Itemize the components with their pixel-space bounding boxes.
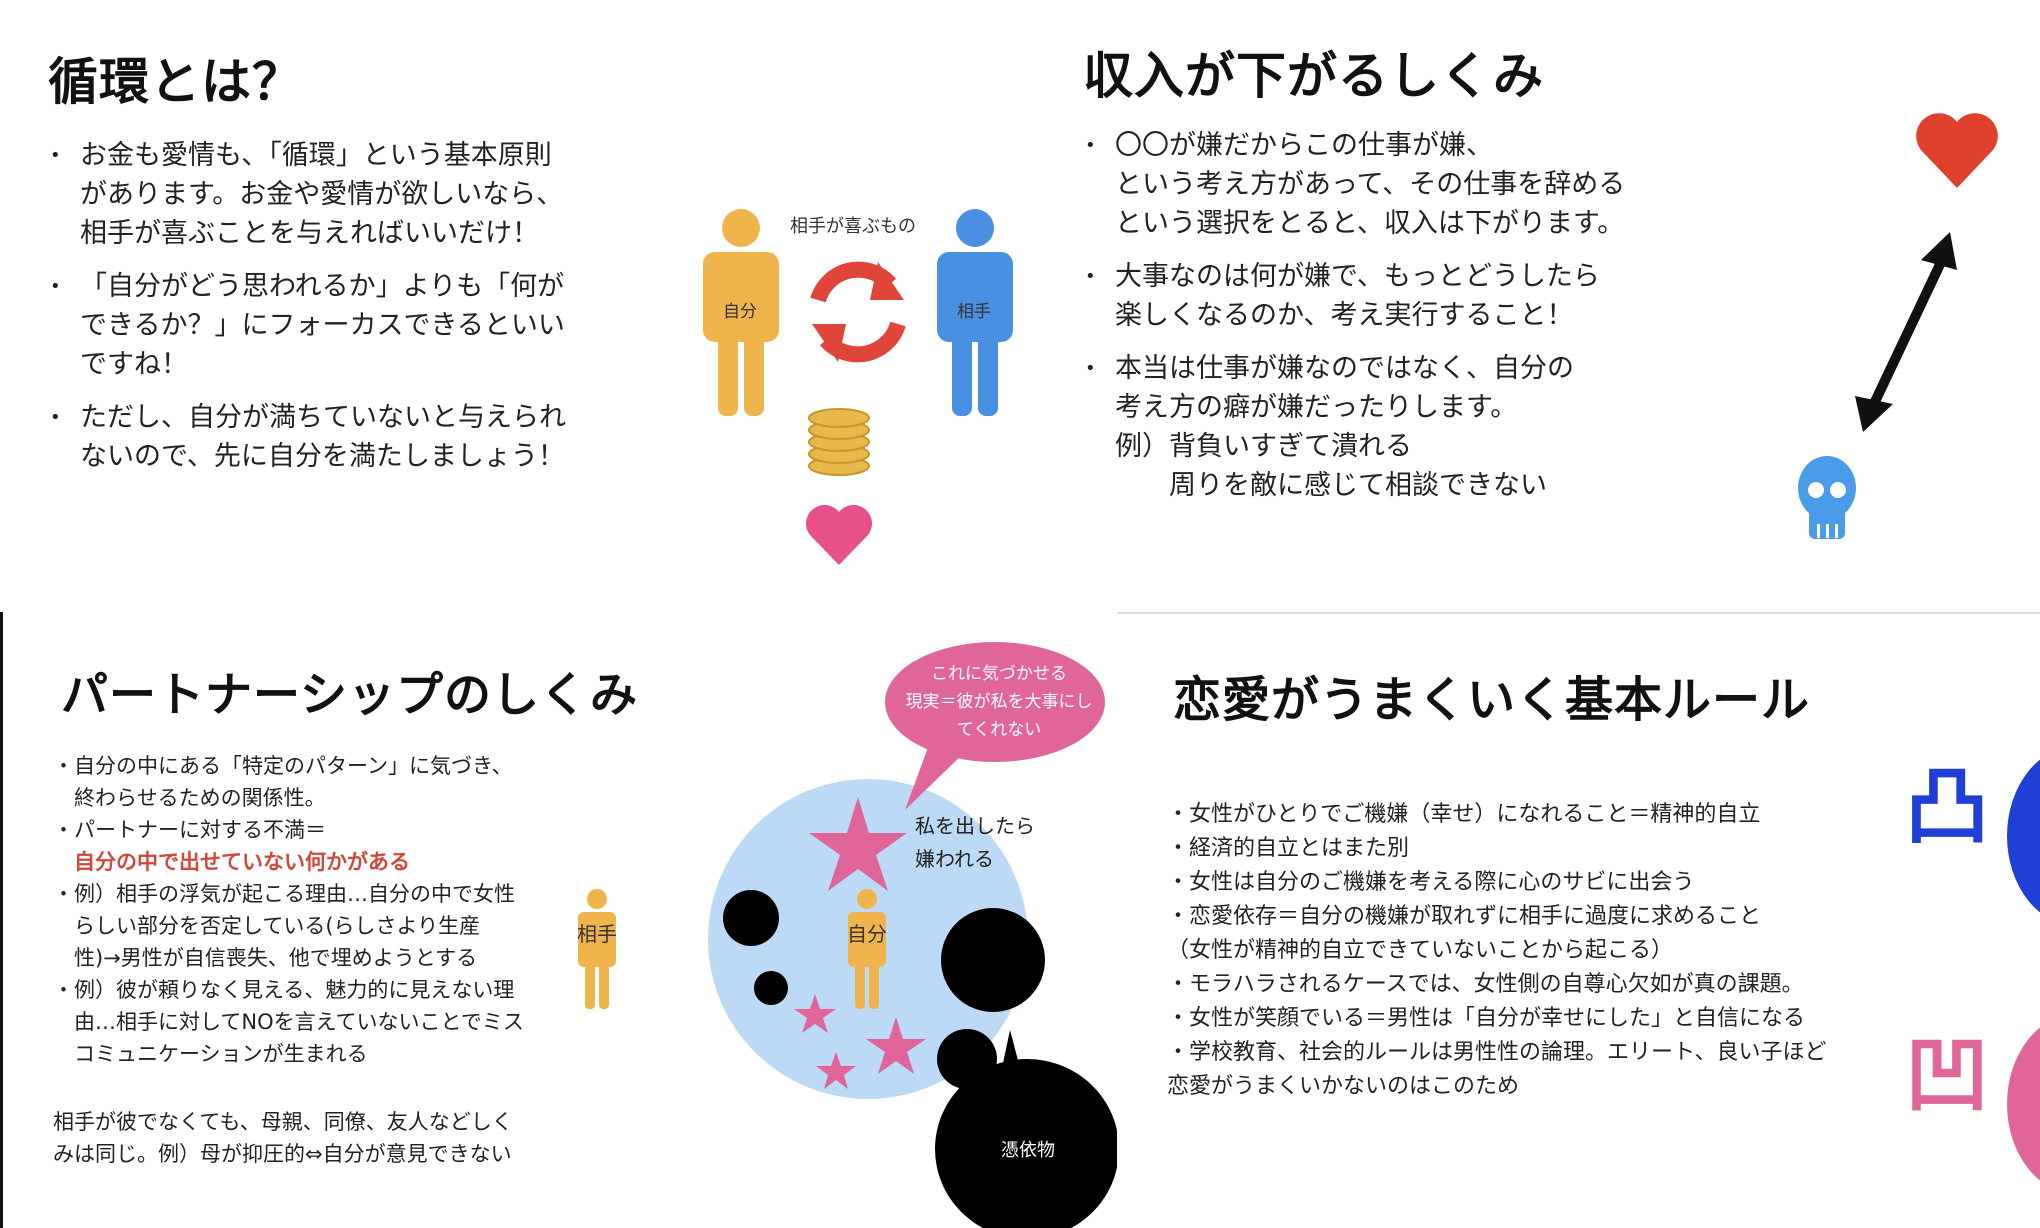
- bullet-item: ・自分の中にある「特定のパターン」に気づき、: [53, 754, 513, 778]
- bubble-line: これに気づかせる: [931, 664, 1067, 684]
- slide-love-rules: 恋愛がうまくいく基本ルール ・女性がひとりでご機嫌（幸せ）になれること＝精神的自…: [1117, 612, 2040, 1228]
- double-arrow-icon: [1855, 232, 1957, 432]
- highlighted-text: 自分の中で出せていない何かがある: [53, 850, 410, 874]
- diagram-top-label: 相手が喜ぶもの: [790, 216, 916, 237]
- convex-icon: 凸: [1905, 758, 1990, 856]
- star-label-line: 私を出したら: [915, 814, 1035, 838]
- footer-note: 相手が彼でなくても、母親、同僚、友人などしく みは同じ。例）母が抑圧的⇔自分が意…: [53, 1106, 513, 1170]
- self-person-icon: [848, 889, 886, 1009]
- other-person-icon: [578, 889, 616, 1009]
- big-star-icon: [809, 797, 907, 891]
- speech-bubble: [885, 642, 1105, 762]
- other-label: 相手: [577, 922, 617, 946]
- love-diagram: [2007, 759, 2040, 1181]
- slide-title: 恋愛がうまくいく基本ルール: [1173, 672, 1811, 728]
- bullet-item: ・モラハラされるケースでは、女性側の自尊心欠如が真の課題。: [1167, 972, 1804, 997]
- bullet-item: 性)→男性が自信喪失、他で埋めようとする: [53, 946, 478, 970]
- bullet-item: ・例）相手の浮気が起こる理由…自分の中で女性: [53, 882, 515, 906]
- bullet-item: ・女性がひとりでご機嫌（幸せ）になれること＝精神的自立: [1167, 802, 1761, 827]
- refresh-icon: [810, 261, 906, 363]
- bullet-item: 本当は仕事が嫌なのではなく、自分の 考え方の癖が嫌だったりします。 例）背負いす…: [1085, 349, 1625, 505]
- bullet-item: コミュニケーションが生まれる: [53, 1042, 368, 1066]
- bullet-list: ・自分の中にある「特定のパターン」に気づき、 終わらせるための関係性。 ・パート…: [53, 750, 524, 1070]
- star-icon: [794, 994, 836, 1033]
- possession-label: 憑依物: [1001, 1140, 1055, 1161]
- speech-bubble-tail: [905, 742, 965, 810]
- possession-circle: [935, 1059, 1117, 1228]
- star-icon: [816, 1052, 856, 1089]
- bullet-list: 〇〇が嫌だからこの仕事が嫌、 という考え方があって、その仕事を辞める という選択…: [1085, 126, 1625, 519]
- concave-icon: 凹: [1905, 1026, 1990, 1124]
- bullet-list: お金も愛情も、「循環」という基本原則 があります。お金や愛情が欲しいなら、 相手…: [50, 136, 566, 490]
- bullet-item: ・例）彼が頼りなく見える、魅力的に見えない理: [53, 978, 515, 1002]
- bullet-item: ・学校教育、社会的ルールは男性性の論理。エリート、良い子ほど: [1167, 1040, 1827, 1065]
- bullet-item: 「自分がどう思われるか」よりも「何が できるか？」にフォーカスできるといい です…: [50, 267, 566, 384]
- partnership-diagram: [578, 642, 1117, 1228]
- bullet-item: らしい部分を否定している(らしさより生産: [53, 914, 481, 938]
- heart-icon: [1916, 113, 1998, 188]
- bullet-item: ・経済的自立とはまた別: [1167, 836, 1410, 861]
- bullet-item: 〇〇が嫌だからこの仕事が嫌、 という考え方があって、その仕事を辞める という選択…: [1085, 126, 1625, 243]
- pink-bubble-tail: [2010, 1069, 2022, 1104]
- skull-icon: [1798, 456, 1856, 539]
- bullet-item: ・恋愛依存＝自分の機嫌が取れずに相手に過度に求めること: [1167, 904, 1762, 929]
- income-diagram: [1798, 113, 1998, 539]
- bullet-item: 恋愛がうまくいかないのはこのため: [1167, 1074, 1520, 1099]
- shadow-circle: [941, 908, 1045, 1012]
- bullet-item: ・パートナーに対する不満＝: [53, 818, 326, 842]
- bubble-text: これに気づかせる 現実＝彼が私を大事にし てくれない: [883, 660, 1115, 744]
- bullet-item: ただし、自分が満ちていないと与えられ ないので、先に自分を満たしましょう！: [50, 398, 566, 476]
- pink-speech-bubble: [2007, 1027, 2040, 1181]
- blue-bubble-tail: [2010, 804, 2022, 839]
- bullet-item: 大事なのは何が嫌で、もっとどうしたら 楽しくなるのか、考え実行すること！: [1085, 257, 1625, 335]
- star-label: 私を出したら 嫌われる: [915, 810, 1035, 876]
- bubble-line: 現実＝彼が私を大事にし: [905, 692, 1093, 712]
- slide-income: 収入が下がるしくみ 〇〇が嫌だからこの仕事が嫌、 という考え方があって、その仕事…: [1045, 0, 2040, 612]
- shadow-circle: [723, 890, 779, 946]
- star-icon: [866, 1017, 926, 1074]
- bullet-item: ・女性が笑顔でいる＝男性は「自分が幸せにした」と自信になる: [1167, 1006, 1806, 1031]
- footer-line: みは同じ。例）母が抑圧的⇔自分が意見できない: [53, 1142, 512, 1166]
- self-label: 自分: [847, 922, 887, 946]
- slide-title: 収入が下がるしくみ: [1083, 47, 1544, 105]
- slide-title: パートナーシップのしくみ: [61, 668, 638, 723]
- star-label-line: 嫌われる: [915, 847, 994, 871]
- other-label: 相手: [957, 302, 991, 322]
- slide-cycle: 循環とは？ お金も愛情も、「循環」という基本原則 があります。お金や愛情が欲しい…: [0, 0, 1045, 612]
- other-person-icon: [937, 209, 1013, 416]
- slide-title: 循環とは？: [48, 53, 303, 111]
- bullet-item: ・女性は自分のご機嫌を考える際に心のサビに出会う: [1167, 870, 1695, 895]
- blue-speech-bubble: [2007, 759, 2040, 913]
- bullet-list: ・女性がひとりでご機嫌（幸せ）になれること＝精神的自立 ・経済的自立とはまた別 …: [1167, 798, 1827, 1104]
- bullet-item: 終わらせるための関係性。: [53, 786, 326, 810]
- self-label: 自分: [723, 302, 757, 322]
- coins-icon: [808, 408, 870, 476]
- shadow-circle: [754, 971, 788, 1005]
- bullet-item: （女性が精神的自立できていないことから起こる）: [1167, 938, 1674, 963]
- self-person-icon: [703, 209, 779, 416]
- bullet-item: お金も愛情も、「循環」という基本原則 があります。お金や愛情が欲しいなら、 相手…: [50, 136, 566, 253]
- cycle-diagram: [703, 209, 1013, 565]
- bullet-item: 由…相手に対してNOを言えていないことでミス: [53, 1010, 524, 1034]
- footer-line: 相手が彼でなくても、母親、同僚、友人などしく: [53, 1110, 513, 1134]
- bubble-line: てくれない: [956, 720, 1042, 740]
- slide-partnership: パートナーシップのしくみ ・自分の中にある「特定のパターン」に気づき、 終わらせ…: [0, 612, 1117, 1228]
- heart-icon: [805, 504, 872, 565]
